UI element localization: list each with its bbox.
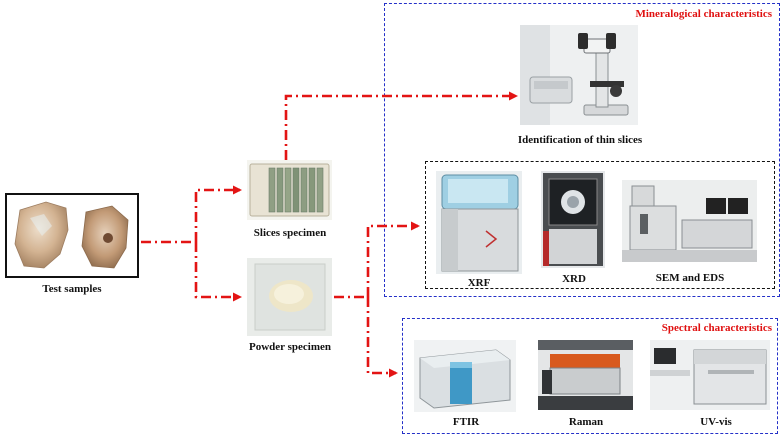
xrf-image: [436, 171, 522, 274]
test-samples-frame: [5, 193, 139, 278]
test-samples-label: Test samples: [42, 283, 102, 295]
mineralogical-title: Mineralogical characteristics: [635, 8, 772, 20]
slices-specimen-label: Slices specimen: [253, 227, 327, 239]
sem-eds-label: SEM and EDS: [655, 272, 725, 284]
ftir-image: [414, 340, 516, 412]
arrow-to-powder: [194, 242, 242, 302]
slices-specimen-image: [247, 160, 332, 220]
arrow-slices-to-microscope: [284, 91, 518, 160]
xrf-label: XRF: [467, 277, 491, 289]
powder-specimen-image: [247, 258, 332, 336]
mineralogical-section: [384, 3, 780, 297]
uvvis-image: [650, 340, 770, 410]
thin-slices-label: Identification of thin slices: [517, 134, 643, 146]
arrow-to-instruments: [366, 221, 420, 297]
arrow-to-spectral: [366, 297, 398, 378]
instrument-group: [425, 161, 775, 289]
xrd-label: XRD: [562, 273, 586, 285]
microscope-image: [520, 25, 638, 125]
spectral-section: [402, 318, 778, 434]
uvvis-label: UV-vis: [700, 416, 732, 428]
raman-image: [538, 340, 633, 410]
raman-label: Raman: [568, 416, 604, 428]
spectral-title: Spectral characteristics: [661, 322, 772, 334]
xrd-image: [541, 171, 605, 268]
arrow-to-slices: [194, 185, 242, 242]
ftir-label: FTIR: [452, 416, 480, 428]
sem-eds-image: [622, 180, 757, 262]
powder-specimen-label: Powder specimen: [249, 341, 331, 353]
rock-samples-image: [14, 201, 129, 269]
